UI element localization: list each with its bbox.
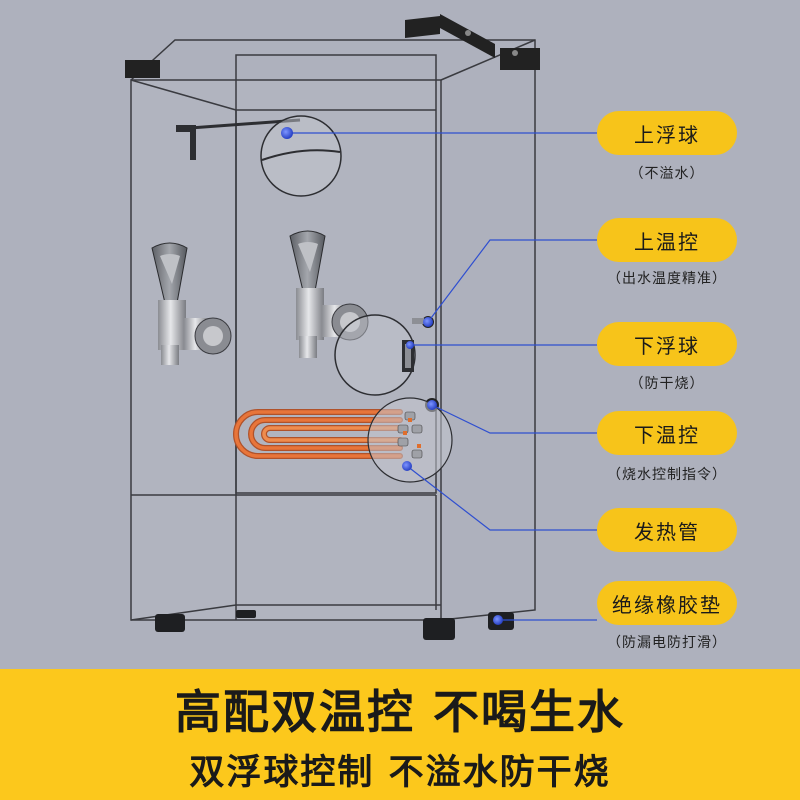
callout-upper-float-note: （不溢水） — [629, 166, 705, 182]
upper-float — [176, 115, 342, 197]
callout-label: 上浮球 — [634, 122, 700, 147]
leader-lines — [287, 132, 597, 621]
callout-label: 下浮球 — [634, 333, 700, 358]
callout-rubber-pad-note: （防漏电防打滑） — [607, 635, 727, 651]
faucet-left — [151, 242, 232, 365]
marker-dots — [281, 127, 503, 625]
callout-lower-float: 下浮球 — [597, 322, 737, 366]
bottom-banner — [0, 669, 800, 800]
callout-lower-thermostat-note: （烧水控制指令） — [607, 467, 727, 483]
callout-upper-thermostat-note: （出水温度精准） — [607, 271, 727, 287]
callout-label: 发热管 — [634, 519, 700, 544]
callout-upper-thermostat: 上温控 — [597, 218, 737, 262]
banner-headline: 高配双温控 不喝生水 — [174, 685, 625, 739]
heating-element — [233, 409, 403, 459]
callout-lower-float-note: （防干烧） — [629, 376, 705, 392]
feet — [155, 610, 514, 640]
callout-lower-thermostat: 下温控 — [597, 411, 737, 455]
faucet-right — [289, 230, 369, 358]
callout-label: 绝缘橡胶垫 — [612, 592, 722, 617]
callout-heating-tube: 发热管 — [597, 508, 737, 552]
callout-label: 下温控 — [634, 422, 700, 447]
callout-label: 上温控 — [634, 229, 700, 254]
heater-flange — [367, 397, 453, 483]
banner-subheadline: 双浮球控制 不溢水防干烧 — [189, 753, 611, 793]
callout-upper-float: 上浮球 — [597, 111, 737, 155]
lower-float — [334, 314, 416, 396]
corner-caps — [125, 14, 540, 78]
callout-rubber-pad: 绝缘橡胶垫 — [597, 581, 737, 625]
